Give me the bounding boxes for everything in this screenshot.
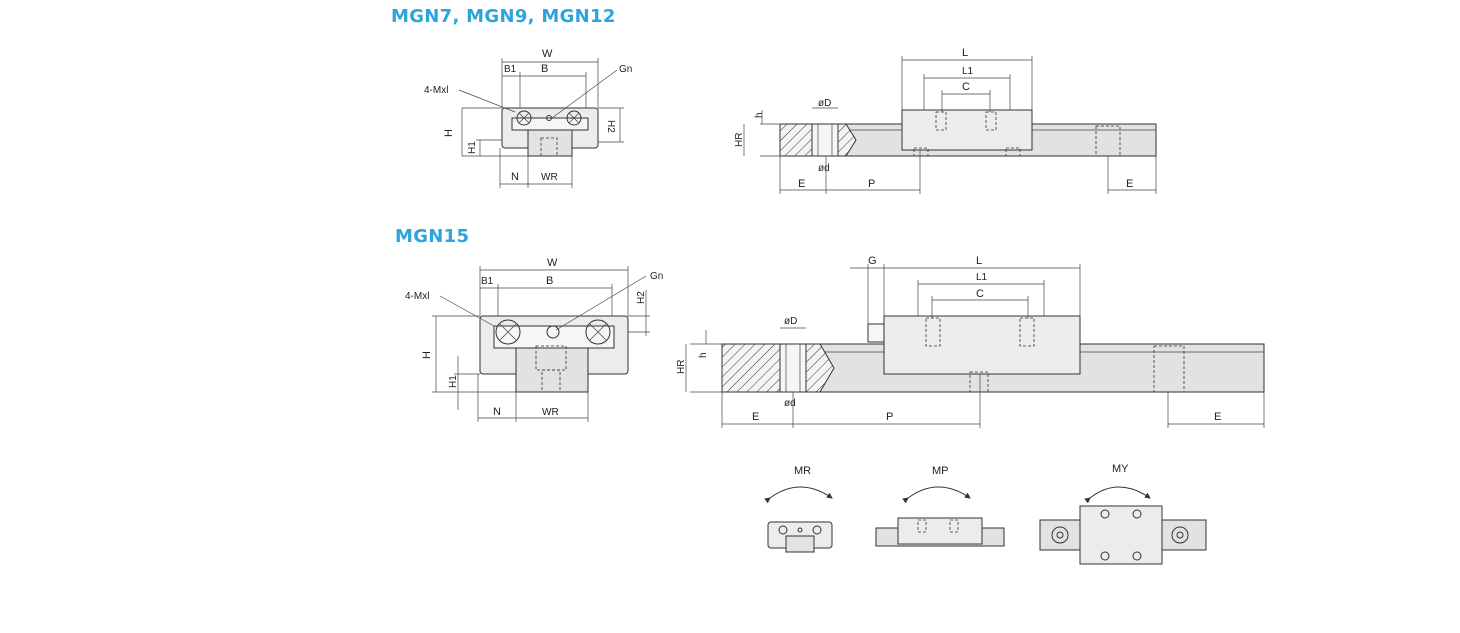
label-side-l: L: [962, 47, 968, 59]
label-moment-mr: MR: [794, 465, 811, 477]
label-wr: WR: [542, 407, 559, 418]
label-side-h: h: [754, 112, 765, 118]
label-gn: Gn: [619, 64, 632, 75]
label-side-l1: L1: [962, 66, 974, 77]
label-side-p: P: [868, 178, 875, 190]
section-title-mgn7-9-12: MGN7, MGN9, MGN12: [391, 6, 616, 27]
label-b1: B1: [481, 276, 494, 287]
side-view-large: [685, 264, 1265, 428]
label-side-hr: HR: [676, 360, 687, 374]
label-side-phi-d-upper: øD: [818, 98, 831, 109]
moment-my-diagram: [1039, 486, 1207, 565]
moment-mr-diagram: [764, 486, 833, 553]
label-side-l1: L1: [976, 272, 988, 283]
label-h1: H1: [467, 141, 478, 154]
label-h1: H1: [448, 375, 459, 388]
label-side-g: G: [868, 255, 877, 267]
label-h2: H2: [636, 291, 647, 304]
label-side-phi-d-lower: ød: [818, 163, 830, 174]
label-side-l: L: [976, 255, 982, 267]
side-view-small: [743, 56, 1157, 194]
label-w: W: [542, 48, 553, 60]
label-side-hr: HR: [734, 133, 745, 147]
label-side-e-right: E: [1214, 411, 1221, 423]
label-side-e-left: E: [798, 178, 805, 190]
label-gn: Gn: [650, 271, 663, 282]
front-view-large: [432, 266, 650, 422]
label-wr: WR: [541, 172, 558, 183]
label-b: B: [541, 63, 548, 75]
label-b1: B1: [504, 64, 517, 75]
label-h: H: [443, 129, 455, 137]
label-side-phi-d-lower: ød: [784, 398, 796, 409]
label-side-c: C: [962, 81, 970, 93]
label-side-e-left: E: [752, 411, 759, 423]
moment-mp-diagram: [875, 486, 1005, 547]
label-side-e-right: E: [1126, 178, 1133, 190]
label-n: N: [493, 406, 501, 418]
label-side-h: h: [698, 352, 709, 358]
label-4-mxl: 4-Mxl: [424, 85, 448, 96]
label-side-c: C: [976, 288, 984, 300]
label-side-p: P: [886, 411, 893, 423]
label-b: B: [546, 275, 553, 287]
label-h: H: [421, 351, 433, 359]
label-w: W: [547, 257, 558, 269]
label-side-phi-d-upper: øD: [784, 316, 797, 327]
label-moment-mp: MP: [932, 465, 949, 477]
label-moment-my: MY: [1112, 463, 1129, 475]
section-title-mgn15: MGN15: [395, 226, 470, 247]
label-n: N: [511, 171, 519, 183]
front-view-small: [458, 58, 624, 188]
label-4-mxl: 4-Mxl: [405, 291, 429, 302]
label-h2: H2: [605, 120, 616, 133]
